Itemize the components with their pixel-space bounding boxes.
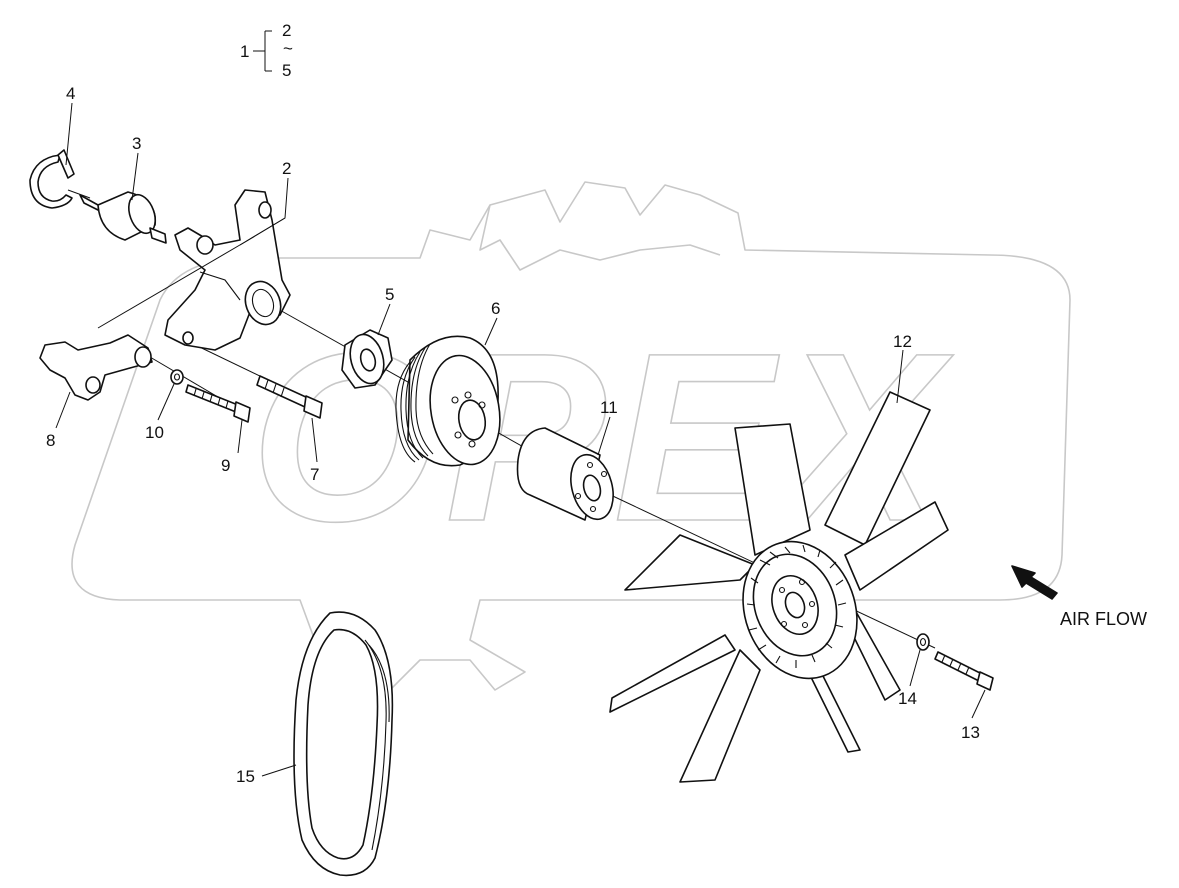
cooling-fan <box>609 391 949 783</box>
air-flow-arrow: AIR FLOW <box>1011 565 1147 629</box>
group-note-to: 5 <box>282 61 291 80</box>
tensioner-arm <box>39 334 153 401</box>
crank-pulley <box>395 335 501 467</box>
group-note: 1 2 ~ 5 <box>240 21 293 80</box>
washer-10 <box>170 369 184 385</box>
callout-2: 2 <box>282 159 291 178</box>
bolt-13 <box>934 651 994 691</box>
bolt-9 <box>185 384 251 423</box>
fan-spacer <box>516 427 614 521</box>
bolt-7 <box>256 375 323 419</box>
group-note-tilde: ~ <box>283 39 293 58</box>
callout-14: 14 <box>898 689 917 708</box>
callout-15: 15 <box>236 767 255 786</box>
callout-6: 6 <box>491 299 500 318</box>
idler-bracket <box>164 189 291 351</box>
callout-4: 4 <box>66 84 75 103</box>
callout-13: 13 <box>961 723 980 742</box>
group-note-from: 2 <box>282 21 291 40</box>
callout-7: 7 <box>310 465 319 484</box>
washer-14 <box>916 633 930 651</box>
callout-3: 3 <box>132 134 141 153</box>
callout-5: 5 <box>385 285 394 304</box>
callout-11: 11 <box>600 398 618 417</box>
group-note-parent: 1 <box>240 42 249 61</box>
air-flow-label: AIR FLOW <box>1060 609 1147 629</box>
hub-flange <box>341 329 393 389</box>
callout-leaders <box>55 102 986 777</box>
callout-10: 10 <box>145 423 164 442</box>
callout-8: 8 <box>46 431 55 450</box>
snap-ring <box>29 149 75 209</box>
idler-pulley <box>79 191 167 244</box>
callout-9: 9 <box>221 456 230 475</box>
callouts: 4 3 2 5 6 11 12 8 10 9 7 14 13 15 <box>46 84 980 786</box>
callout-12: 12 <box>893 332 912 351</box>
v-ribbed-belt <box>293 611 394 877</box>
group-note-bracket <box>253 30 272 72</box>
